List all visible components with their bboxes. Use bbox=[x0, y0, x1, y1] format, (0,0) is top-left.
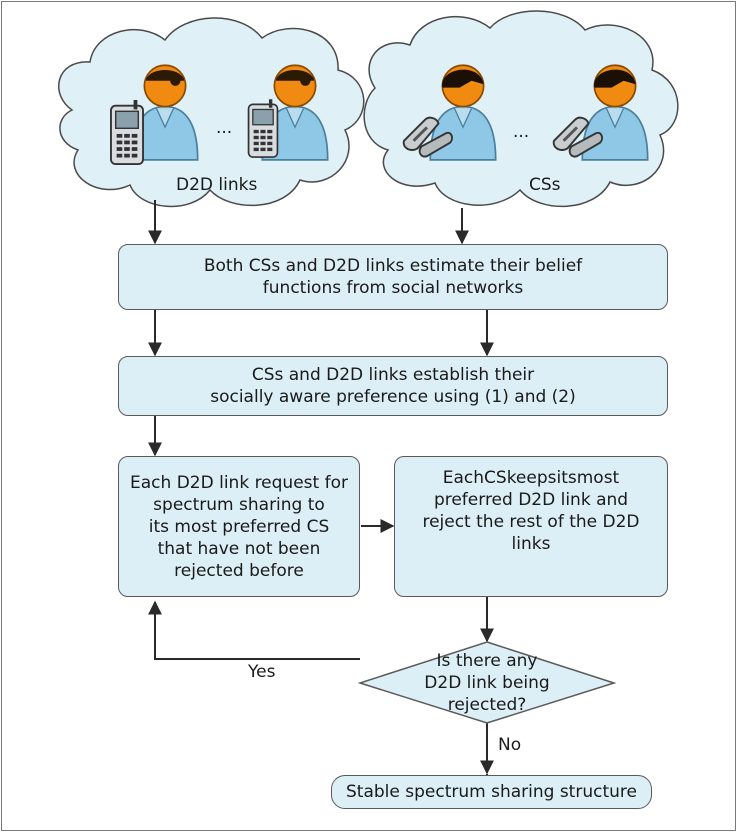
keep-box: EachCSkeepsitsmost preferred D2D link an… bbox=[394, 456, 668, 597]
request-box: Each D2D link request for spectrum shari… bbox=[118, 456, 360, 597]
stable-structure-box: Stable spectrum sharing structure bbox=[331, 775, 652, 809]
request-text: Each D2D link request for spectrum shari… bbox=[130, 472, 348, 581]
stable-structure-text: Stable spectrum sharing structure bbox=[346, 782, 637, 802]
decision-text: Is there any D2D link being rejected? bbox=[424, 651, 550, 715]
cs-ellipsis: ... bbox=[513, 122, 530, 142]
cs-label: CSs bbox=[529, 175, 561, 195]
preference-box: CSs and D2D links establish their social… bbox=[118, 356, 668, 416]
belief-estimation-box: Both CSs and D2D links estimate their be… bbox=[118, 244, 668, 310]
keep-text: EachCSkeepsitsmost preferred D2D link an… bbox=[422, 468, 640, 554]
d2d-ellipsis: ... bbox=[216, 118, 233, 138]
connector-arrows bbox=[148, 200, 494, 776]
d2d-links-label: D2D links bbox=[176, 175, 258, 195]
yes-label: Yes bbox=[248, 662, 276, 682]
no-label: No bbox=[498, 735, 522, 755]
decision-diamond bbox=[357, 641, 617, 724]
preference-text: CSs and D2D links establish their social… bbox=[210, 365, 576, 407]
cs-cloud bbox=[363, 10, 679, 208]
belief-estimation-text: Both CSs and D2D links estimate their be… bbox=[203, 256, 583, 298]
